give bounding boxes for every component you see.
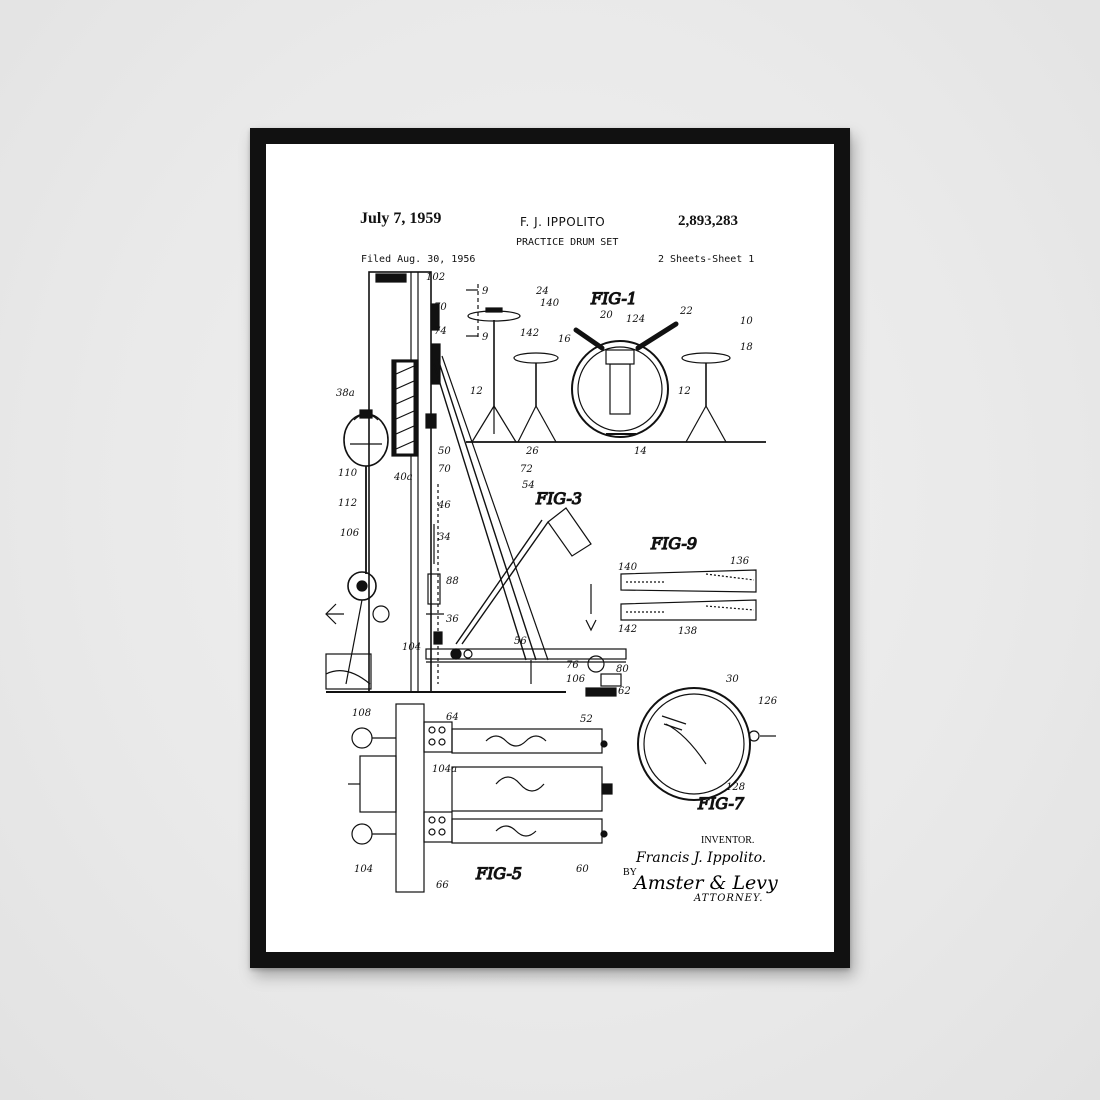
svg-text:104a: 104a — [432, 764, 457, 775]
fig1-label: FIG-1 — [590, 289, 637, 308]
reference-numerals: 102 70 74 9 9 24 140 20 124 22 10 142 16… — [336, 272, 778, 891]
fig3-column — [368, 271, 441, 693]
patent-sheets: 2 Sheets-Sheet 1 — [658, 254, 755, 265]
svg-text:54: 54 — [522, 480, 535, 491]
svg-text:104: 104 — [354, 864, 373, 875]
svg-text:128: 128 — [726, 782, 745, 793]
svg-text:10: 10 — [740, 316, 753, 327]
svg-text:24: 24 — [535, 286, 549, 297]
patent-filed-date: Filed Aug. 30, 1956 — [361, 254, 476, 265]
svg-text:102: 102 — [426, 272, 445, 283]
svg-text:14: 14 — [634, 446, 647, 457]
patent-number: 2,893,283 — [678, 213, 738, 229]
svg-text:12: 12 — [470, 386, 483, 397]
svg-text:52: 52 — [580, 714, 593, 725]
svg-text:140: 140 — [618, 562, 638, 573]
svg-text:26: 26 — [525, 446, 539, 457]
svg-text:60: 60 — [576, 864, 589, 875]
inventor-signature: Francis J. Ippolito. — [636, 850, 767, 866]
svg-text:62: 62 — [618, 686, 631, 697]
svg-text:138: 138 — [678, 626, 697, 637]
patent-date: July 7, 1959 — [360, 210, 442, 227]
fig1-drum-set — [466, 284, 766, 443]
attorney-signature: Amster & Levy — [634, 872, 778, 894]
svg-text:142: 142 — [618, 624, 637, 635]
patent-inventor: F. J. IPPOLITO — [520, 215, 606, 229]
poster-frame: July 7, 1959 F. J. IPPOLITO 2,893,283 PR… — [250, 128, 850, 968]
svg-text:124: 124 — [626, 314, 645, 325]
svg-text:136: 136 — [730, 556, 750, 567]
svg-text:36: 36 — [446, 614, 459, 625]
svg-text:34: 34 — [438, 532, 451, 543]
fig7-drum-head — [637, 687, 776, 801]
svg-text:104: 104 — [402, 642, 421, 653]
svg-text:12: 12 — [678, 386, 691, 397]
svg-text:106: 106 — [566, 674, 586, 685]
by-label: BY — [623, 867, 637, 878]
svg-text:142: 142 — [520, 328, 539, 339]
svg-text:140: 140 — [540, 298, 560, 309]
svg-text:112: 112 — [338, 498, 357, 509]
svg-text:72: 72 — [520, 464, 533, 475]
svg-text:108: 108 — [352, 708, 371, 719]
svg-text:80: 80 — [616, 664, 629, 675]
fig3-label: FIG-3 — [535, 489, 582, 508]
svg-text:56: 56 — [514, 636, 527, 647]
svg-text:40a: 40a — [393, 472, 413, 483]
svg-text:38a: 38a — [336, 388, 355, 399]
svg-text:88: 88 — [446, 576, 459, 587]
svg-text:50: 50 — [438, 446, 451, 457]
fig5-label: FIG-5 — [475, 864, 522, 883]
svg-text:16: 16 — [558, 334, 571, 345]
fig9-detail — [585, 569, 757, 632]
svg-text:64: 64 — [446, 712, 459, 723]
fig3-beater — [343, 409, 389, 574]
svg-text:126: 126 — [758, 696, 778, 707]
svg-text:66: 66 — [436, 880, 449, 891]
fig5-plan-view — [348, 703, 613, 893]
svg-text:20: 20 — [599, 310, 613, 321]
svg-text:106: 106 — [340, 528, 360, 539]
svg-text:18: 18 — [740, 342, 753, 353]
fig9-label: FIG-9 — [650, 534, 697, 553]
fig7-label: FIG-7 — [697, 794, 745, 813]
svg-text:22: 22 — [679, 306, 693, 317]
svg-text:30: 30 — [726, 674, 739, 685]
svg-text:74: 74 — [434, 326, 447, 337]
fig3-linkage — [425, 355, 627, 697]
svg-text:70: 70 — [434, 302, 447, 313]
svg-text:70: 70 — [438, 464, 451, 475]
svg-text:9: 9 — [482, 286, 489, 297]
attorney-label: ATTORNEY. — [694, 893, 764, 904]
inventor-label: INVENTOR. — [701, 835, 755, 846]
patent-title: PRACTICE DRUM SET — [516, 237, 619, 248]
fig3-pedal-mechanism — [325, 571, 566, 693]
patent-print: July 7, 1959 F. J. IPPOLITO 2,893,283 PR… — [266, 144, 834, 952]
svg-text:9: 9 — [482, 332, 489, 343]
patent-drawing: FIG-1 FIG-3 FIG-9 FIG-7 FIG-5 102 70 74 … — [325, 271, 778, 893]
svg-text:110: 110 — [338, 468, 358, 479]
svg-text:46: 46 — [437, 500, 451, 511]
svg-text:76: 76 — [566, 660, 579, 671]
